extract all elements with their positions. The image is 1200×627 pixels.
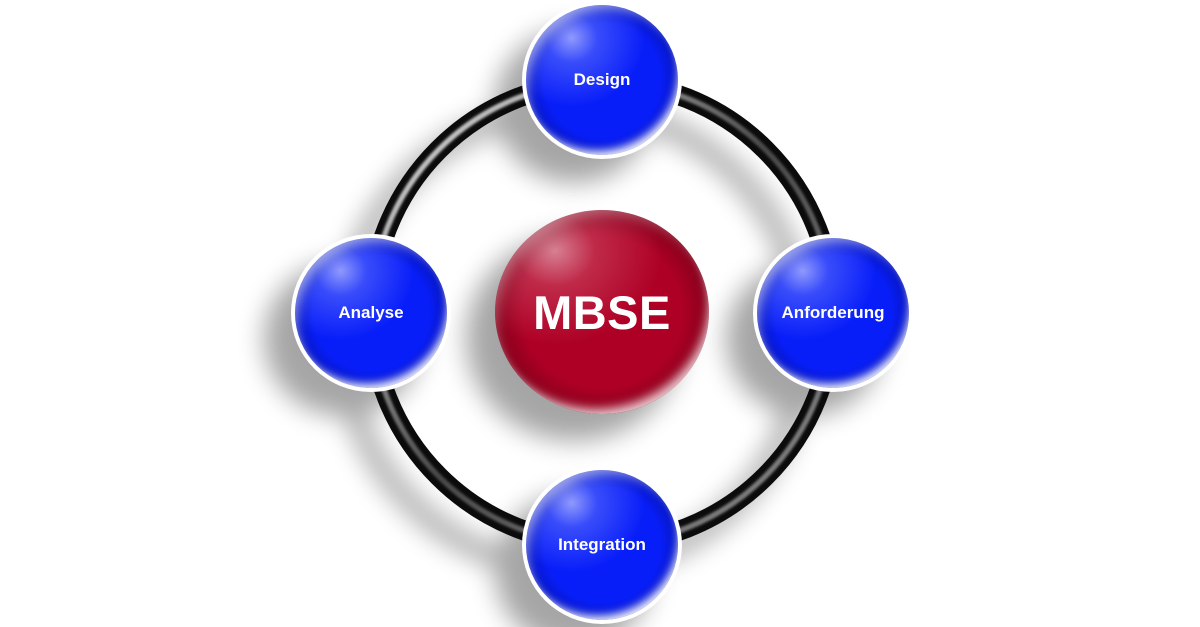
node-anforderung-label: Anforderung bbox=[781, 303, 885, 322]
node-integration: Integration bbox=[522, 466, 682, 624]
node-analyse-label: Analyse bbox=[338, 303, 404, 322]
node-integration-label: Integration bbox=[558, 535, 646, 554]
node-analyse: Analyse bbox=[291, 234, 451, 392]
center-node-label: MBSE bbox=[533, 285, 671, 339]
center-node-mbse: MBSE bbox=[495, 210, 709, 414]
node-design-label: Design bbox=[573, 70, 631, 89]
node-anforderung: Anforderung bbox=[753, 234, 913, 392]
node-design: Design bbox=[522, 1, 682, 159]
